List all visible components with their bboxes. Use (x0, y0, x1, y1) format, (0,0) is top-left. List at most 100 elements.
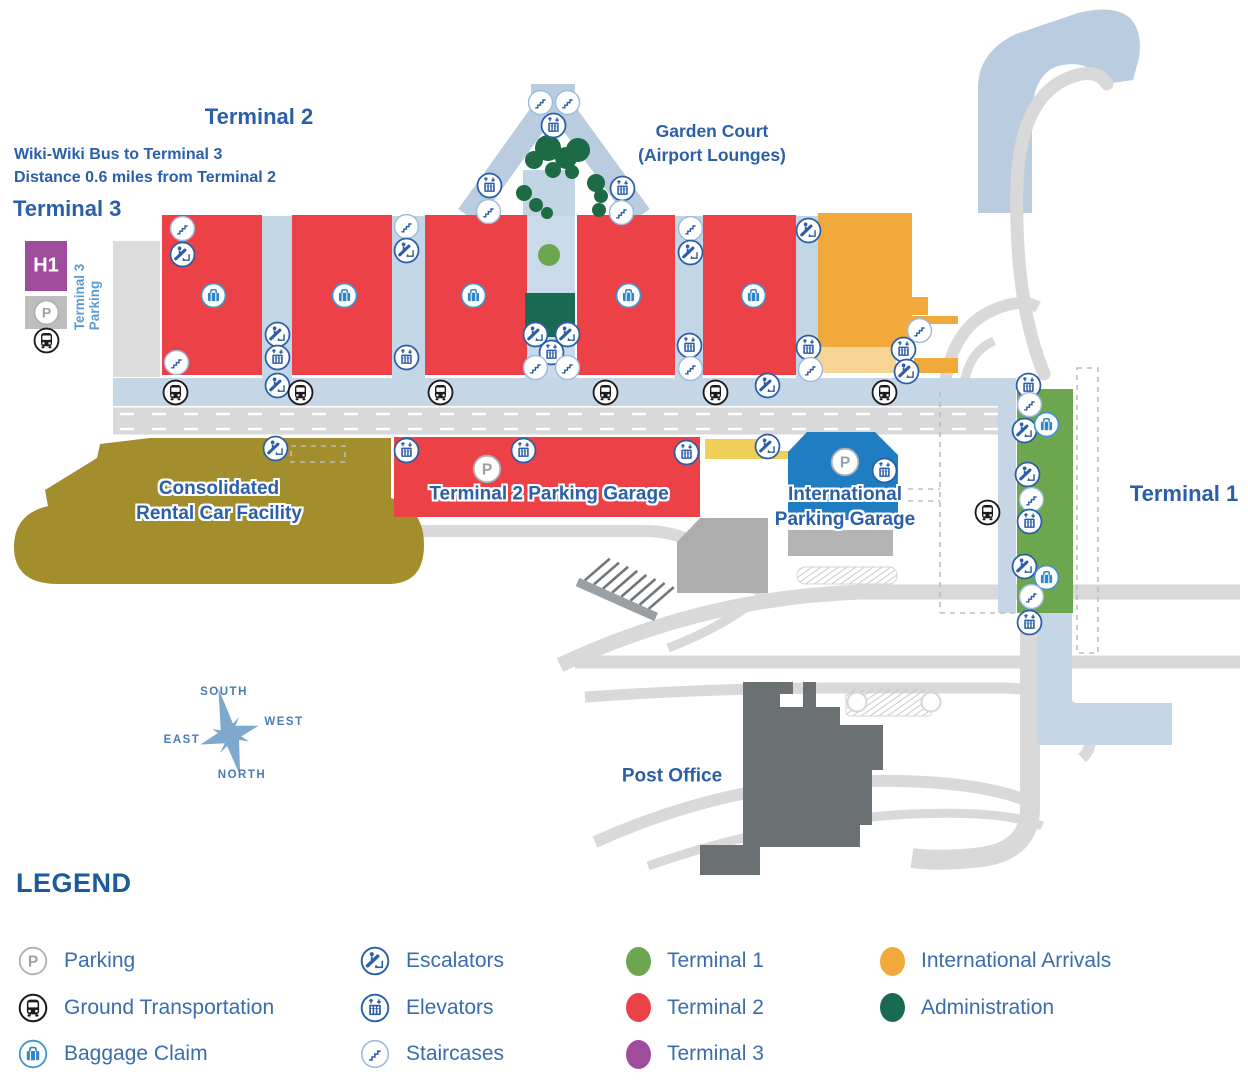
compass-rose-icon (200, 688, 259, 776)
terminal2-label: Terminal 2 (204, 104, 314, 129)
staircase-icon (1018, 583, 1045, 610)
legend-item-parking: Parking (18, 946, 274, 976)
legend-item-terminal1: Terminal 1 (626, 946, 764, 976)
bus-icon (974, 499, 1001, 526)
legend-column-4: International Arrivals Administration (880, 946, 1111, 1039)
elevator-icon (673, 439, 700, 466)
gray-building (677, 518, 768, 593)
legend-item-elevators: Elevators (360, 993, 504, 1023)
parking-icon (472, 454, 502, 484)
terminal2-parking-garage-building (394, 437, 700, 517)
rental-car-facility-label: Consolidated Rental Car Facility (136, 478, 302, 524)
elevator-icon (540, 112, 567, 139)
elevator-icon (476, 172, 503, 199)
elevator-icon (609, 175, 636, 202)
jet-bridge (575, 557, 675, 622)
baggage-icon (200, 282, 227, 309)
parking-icon (18, 946, 48, 976)
international-parking-garage-label: International Parking Garage (774, 484, 916, 530)
yellow-building (705, 439, 797, 459)
compass-east-label: EAST (163, 734, 201, 746)
elevator-icon (360, 993, 390, 1023)
staircase-icon (475, 198, 502, 225)
staircase-icon (522, 354, 549, 381)
baggage-icon (615, 282, 642, 309)
hatched-walkways (796, 566, 942, 717)
escalator-icon (360, 946, 390, 976)
legend-item-escalators: Escalators (360, 946, 504, 976)
wiki-wiki-note-line2: Distance 0.6 miles from Terminal 2 (14, 169, 277, 186)
escalator-icon (169, 241, 196, 268)
escalator-icon (754, 433, 781, 460)
gray-building-strip (788, 530, 893, 556)
bus-icon (162, 379, 189, 406)
terminal1-dot-marker (538, 244, 560, 266)
escalator-icon (393, 237, 420, 264)
staircase-icon (393, 213, 420, 240)
legend-column-2: Escalators Elevators Staircases (360, 946, 504, 1085)
international-arrivals-building (818, 213, 958, 373)
baggage-icon (18, 1039, 48, 1069)
rental-car-facility-building (14, 438, 424, 584)
baggage-icon (331, 282, 358, 309)
legend-item-baggage-claim: Baggage Claim (18, 1039, 274, 1069)
terminal3-parking-label: Terminal 3 Parking (72, 263, 102, 331)
baggage-icon (460, 282, 487, 309)
wiki-wiki-note-line1: Wiki-Wiki Bus to Terminal 3 (14, 146, 223, 163)
terminal1-label: Terminal 1 (1129, 481, 1239, 506)
terminal2-parking-garage-label: Terminal 2 Parking Garage (429, 483, 669, 505)
bus-icon (33, 327, 60, 354)
elevator-icon (1016, 609, 1043, 636)
road-lane-lines (120, 412, 1005, 431)
bus-icon (287, 379, 314, 406)
bus-icon (427, 379, 454, 406)
terminal2-swatch (626, 993, 651, 1022)
terminal3-swatch (626, 1039, 651, 1069)
legend-column-3: Terminal 1 Terminal 2 Terminal 3 (626, 946, 764, 1085)
escalator-icon (754, 372, 781, 399)
legend-item-administration: Administration (880, 993, 1111, 1023)
elevator-icon (393, 437, 420, 464)
elevator-icon (393, 344, 420, 371)
elevator-icon (871, 457, 898, 484)
compass-south-label: SOUTH (200, 686, 248, 698)
baggage-icon (1033, 411, 1060, 438)
staircase-icon (554, 354, 581, 381)
terminal3-area (25, 241, 160, 377)
bus-icon (18, 993, 48, 1023)
staircase-icon (360, 1039, 390, 1069)
staircase-icon (608, 199, 635, 226)
elevator-icon (264, 344, 291, 371)
legend-item-international-arrivals: International Arrivals (880, 946, 1111, 976)
garden-trees (516, 135, 608, 219)
legend-item-terminal3: Terminal 3 (626, 1039, 764, 1069)
legend-title: LEGEND (16, 868, 132, 898)
administration-swatch (880, 993, 905, 1022)
bus-icon (871, 379, 898, 406)
legend-item-ground-transportation: Ground Transportation (18, 993, 274, 1023)
terminal3-label: Terminal 3 (13, 196, 122, 221)
h1-label: H1 (33, 254, 59, 277)
terminal-roadway (113, 378, 1172, 745)
legend-item-staircases: Staircases (360, 1039, 504, 1069)
escalator-icon (795, 217, 822, 244)
staircase-icon (797, 356, 824, 383)
parking-icon (830, 447, 860, 477)
post-office-building (700, 682, 883, 875)
staircase-icon (169, 215, 196, 242)
parking-icon (33, 299, 60, 326)
legend-column-1: Parking Ground Transportation Baggage Cl… (18, 946, 274, 1085)
terminal1-swatch (626, 946, 651, 976)
compass-west-label: WEST (264, 716, 304, 728)
staircase-icon (677, 355, 704, 382)
garden-court-label: Garden Court (Airport Lounges) (638, 121, 786, 165)
legend-item-terminal2: Terminal 2 (626, 993, 764, 1023)
staircase-icon (163, 349, 190, 376)
international-arrivals-swatch (880, 946, 905, 976)
baggage-icon (740, 282, 767, 309)
compass-north-label: NORTH (217, 769, 267, 781)
post-office-label: Post Office (621, 765, 723, 787)
staircase-icon (677, 215, 704, 242)
